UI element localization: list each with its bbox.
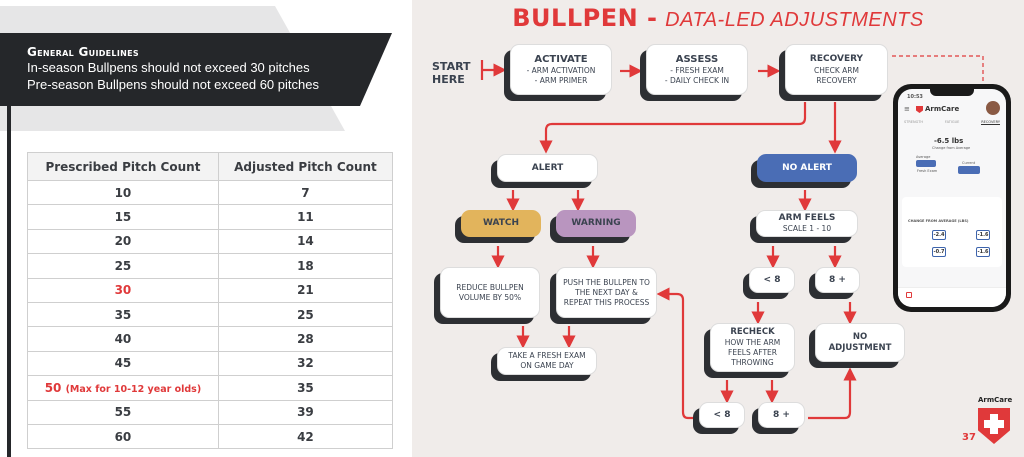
metric-value: -0.7 [932, 247, 946, 257]
prescribed-count-cell: 40 [27, 326, 219, 352]
assess-box: ASSESS- FRESH EXAM- DAILY CHECK IN [646, 44, 748, 95]
phone-tabs: STRENGTH FATIGUE RECOVERY [904, 120, 1000, 125]
prescribed-count-cell: 50 (Max for 10-12 year olds) [27, 375, 219, 401]
tab-fatigue[interactable]: FATIGUE [944, 120, 960, 124]
adjusted-count-cell: 11 [217, 204, 394, 230]
phone-brand: ArmCare [925, 105, 960, 113]
watch-box: WATCH [461, 210, 541, 237]
guideline-line: In-season Bullpens should not exceed 30 … [27, 60, 310, 75]
metric-value: -1.6 [976, 247, 990, 257]
prescribed-count-cell: 55 [27, 399, 219, 425]
8-plus-box: 8 + [815, 267, 860, 293]
prescribed-count-cell: 60 [27, 423, 219, 450]
less-than-8-box: < 8 [749, 267, 795, 293]
average-bar [916, 160, 936, 167]
page-number: 37 [962, 432, 976, 443]
prescribed-count-cell: 10 [27, 179, 219, 206]
guidelines-heading: General Guidelines [27, 45, 139, 59]
pitch-count-table: Prescribed Pitch Count Adjusted Pitch Co… [27, 152, 394, 450]
metrics-card: CHANGE FROM AVERAGE (LBS) -2.4 -1.6 -0.7… [902, 197, 1002, 267]
prescribed-count-cell: 30 [27, 277, 219, 303]
average-label: Average [916, 155, 931, 159]
activate-box: ACTIVATE- ARM ACTIVATION- ARM PRIMER [510, 44, 612, 95]
adjusted-count-cell: 25 [217, 301, 394, 328]
tab-strength[interactable]: STRENGTH [904, 120, 923, 124]
no-alert-box: NO ALERT [757, 154, 857, 182]
decorative-bar [7, 104, 11, 457]
guideline-line: Pre-season Bullpens should not exceed 60… [27, 77, 319, 92]
guidelines-banner: General Guidelines In-season Bullpens sh… [0, 33, 392, 106]
adjusted-count-cell: 35 [217, 375, 394, 401]
phone-bottom-nav [898, 287, 1006, 307]
alert-box: ALERT [497, 154, 598, 182]
adjusted-count-cell: 42 [217, 423, 394, 450]
prescribed-count-cell: 45 [27, 350, 219, 377]
current-bar [958, 166, 980, 174]
page-title: BULLPEN - DATA-LED ADJUSTMENTS [512, 4, 924, 32]
prescribed-count-cell: 25 [27, 253, 219, 279]
metric-value: -1.6 [976, 230, 990, 240]
metric-value: -2.4 [932, 230, 946, 240]
warning-box: WARNING [556, 210, 636, 237]
adjusted-count-cell: 39 [217, 399, 394, 425]
adjusted-count-cell: 21 [217, 277, 394, 303]
home-icon[interactable] [906, 292, 912, 298]
recheck-less-than-8-box: < 8 [699, 402, 745, 428]
column-header: Prescribed Pitch Count [27, 152, 219, 181]
phone-notch [930, 89, 974, 96]
prescribed-count-cell: 20 [27, 228, 219, 255]
phone-time: 10:53 [907, 94, 923, 100]
fresh-exam-label: Fresh Exam [917, 169, 938, 173]
table-row: 50 (Max for 10-12 year olds)35 [27, 375, 394, 401]
adjusted-count-cell: 32 [217, 350, 394, 377]
armcare-logo-icon [916, 106, 923, 113]
recovery-value: -6.5 lbs [934, 137, 964, 145]
adjusted-count-cell: 18 [217, 253, 394, 279]
tab-recovery[interactable]: RECOVERY [981, 120, 1000, 125]
menu-icon: ≡ [904, 105, 910, 113]
recheck-8-plus-box: 8 + [758, 402, 805, 428]
armcare-logo-text: ArmCare [978, 396, 1013, 404]
prescribed-count-cell: 35 [27, 301, 219, 328]
column-header: Adjusted Pitch Count [217, 152, 394, 181]
recovery-value-label: Change from Average [932, 146, 971, 150]
current-label: Current [962, 161, 976, 165]
metrics-heading: CHANGE FROM AVERAGE (LBS) [908, 219, 969, 223]
adjusted-count-cell: 28 [217, 326, 394, 352]
prescribed-count-cell: 15 [27, 204, 219, 230]
avatar [986, 101, 1000, 115]
